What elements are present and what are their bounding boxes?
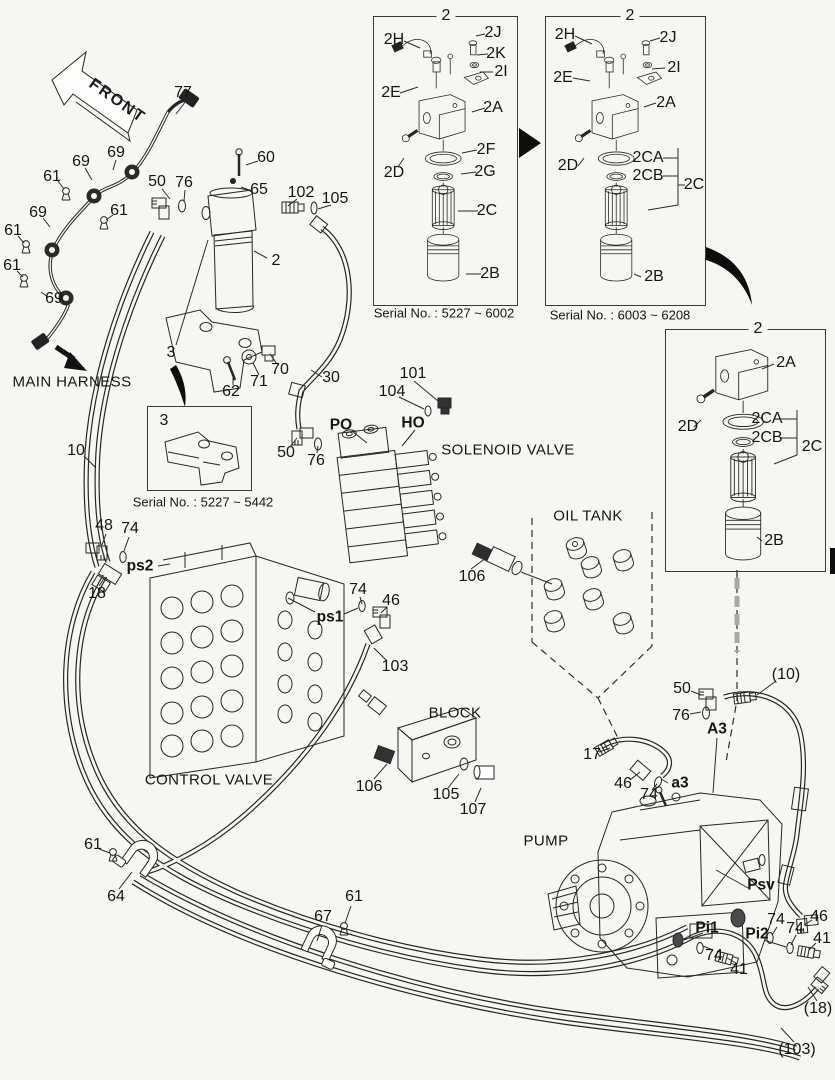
inset-box-serial-6003-6208 xyxy=(545,16,706,306)
solenoid-valve-art xyxy=(336,424,447,564)
bracket-box-caption: Serial No. : 5227 ~ 5442 xyxy=(132,494,274,510)
return-filter-art xyxy=(151,148,329,451)
block-art xyxy=(357,689,495,784)
inset1-caption: Serial No. : 5227 ~ 6002 xyxy=(373,305,515,321)
valve-fittings-art xyxy=(85,542,391,645)
swoosh-arrow-icon xyxy=(706,247,752,305)
inset2-caption: Serial No. : 6003 ~ 6208 xyxy=(549,307,691,323)
pump-art xyxy=(547,786,783,979)
solenoid-plug-art xyxy=(424,397,452,417)
front-arrow-art: FRONT xyxy=(51,50,149,143)
oil-tank-art xyxy=(471,512,740,763)
inset-box-serial-5227-6002 xyxy=(373,16,518,306)
control-valve-art xyxy=(149,542,345,779)
harness-grommets xyxy=(44,164,140,306)
inset-box-bracket xyxy=(147,406,252,491)
main-harness-art xyxy=(19,88,200,371)
bracket-art xyxy=(164,431,240,486)
swoosh-arrow-small-icon xyxy=(170,365,186,407)
clamps-art xyxy=(108,840,349,970)
step-arrow-icon xyxy=(519,128,541,158)
leader-lines xyxy=(16,33,818,1043)
inset-box-current xyxy=(665,329,826,572)
